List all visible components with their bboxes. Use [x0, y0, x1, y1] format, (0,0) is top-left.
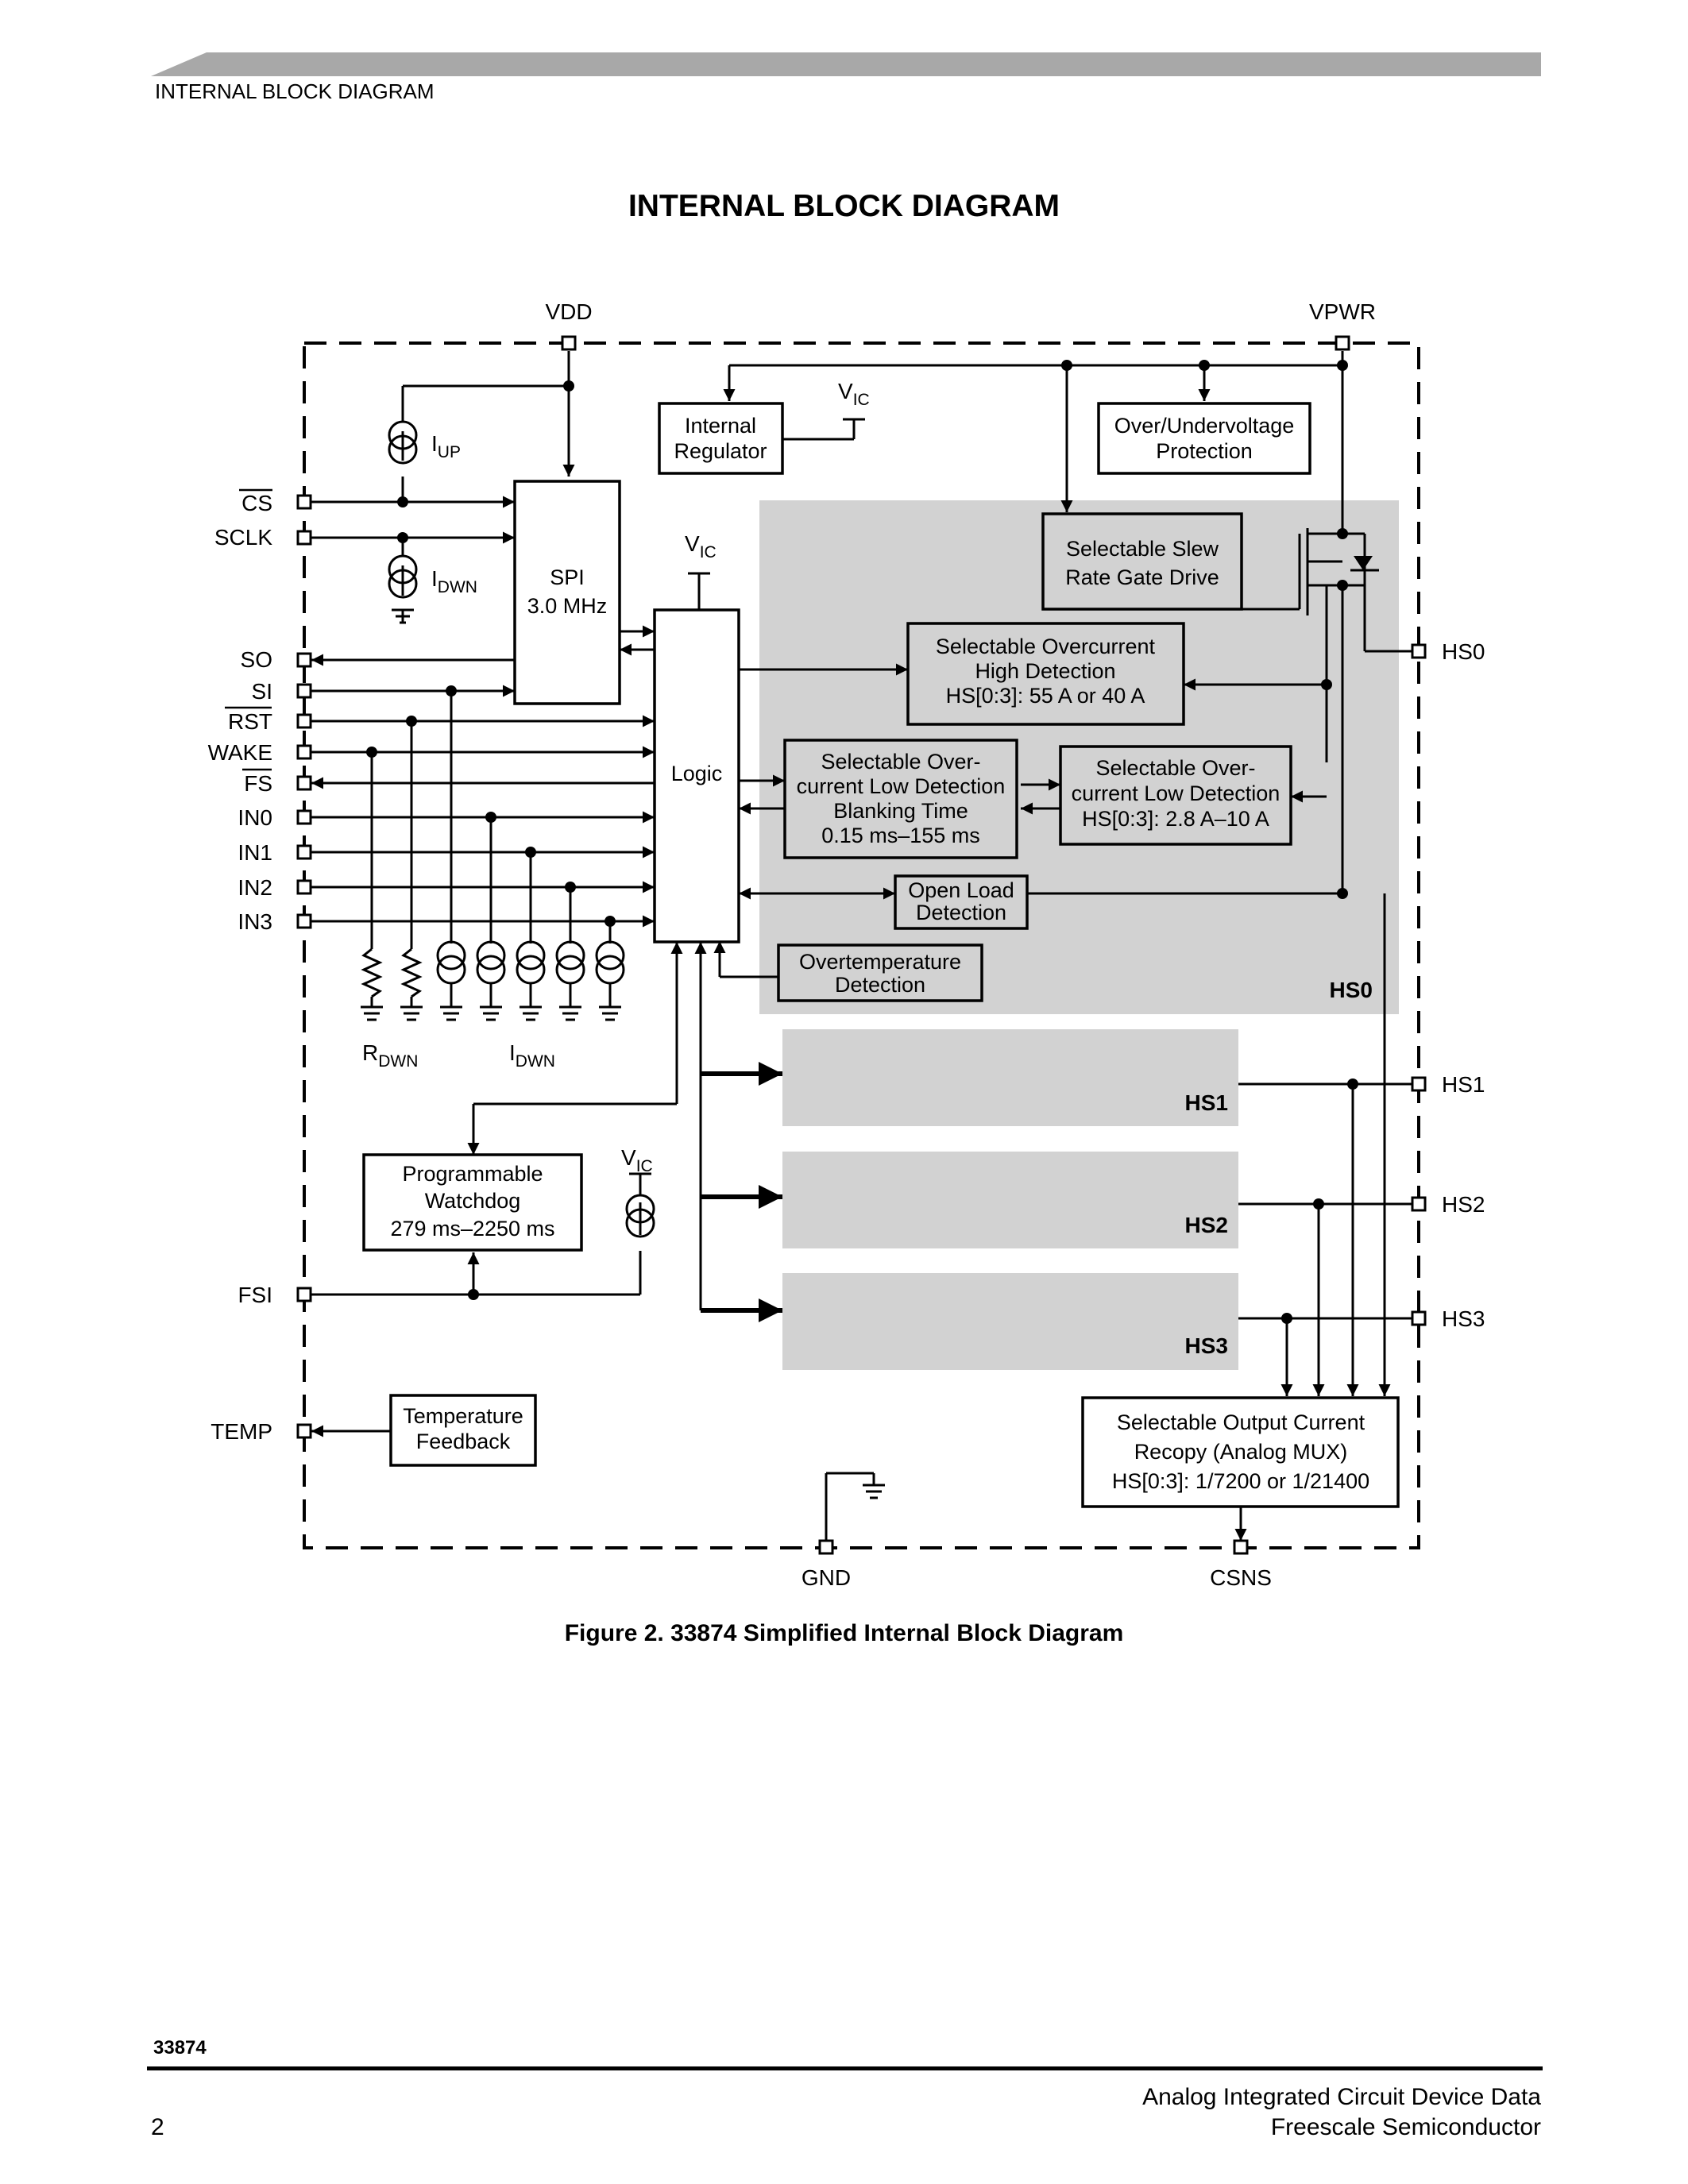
pin-hs1: HS1 — [1442, 1072, 1485, 1097]
oc-high-detect-block — [906, 622, 1185, 726]
wd-label-3: 279 ms–2250 ms — [390, 1217, 554, 1241]
pin-vpwr: VPWR — [1309, 299, 1376, 324]
pin-temp: TEMP — [211, 1419, 272, 1444]
olb-label-2: current Low Detection — [797, 774, 1006, 798]
idwn-label-inputs: IDWN — [509, 1040, 555, 1071]
reg-label-1: Internal — [685, 414, 756, 438]
analog-mux-block — [1081, 1396, 1400, 1508]
idwn-label-spi: IDWN — [431, 566, 477, 596]
vic-label-logic: VIC — [685, 531, 717, 561]
vic-label-reg: VIC — [838, 379, 870, 409]
wd-label-1: Programmable — [402, 1162, 543, 1186]
open-label-1: Open Load — [908, 878, 1014, 902]
body-diode — [1354, 556, 1373, 570]
pin-hs2: HS2 — [1442, 1192, 1485, 1217]
pin-squares — [296, 335, 1427, 1555]
page-title: INTERNAL BLOCK DIAGRAM — [628, 189, 1060, 223]
ground-icons — [361, 418, 885, 1499]
pin-in2: IN2 — [238, 875, 272, 900]
reg-label-2: Regulator — [674, 439, 767, 463]
tf-label-1: Temperature — [403, 1404, 523, 1428]
pin-vdd: VDD — [545, 299, 592, 324]
rdwn-label: RDWN — [362, 1040, 418, 1071]
hs2-tag: HS2 — [1185, 1213, 1228, 1237]
ochd-label-3: HS[0:3]: 55 A or 40 A — [946, 684, 1145, 708]
pin-gnd: GND — [802, 1565, 851, 1590]
pin-hs3: HS3 — [1442, 1306, 1485, 1331]
ochd-label-1: Selectable Overcurrent — [936, 635, 1156, 658]
wd-label-2: Watchdog — [425, 1189, 521, 1213]
slew-rate-block — [1041, 512, 1243, 611]
old-label-1: Selectable Over- — [1095, 756, 1255, 780]
chip-boundary — [303, 341, 1420, 1549]
pin-so: SO — [241, 647, 272, 672]
header-bar — [151, 52, 1541, 76]
open-label-2: Detection — [916, 901, 1006, 924]
slew-label-2: Rate Gate Drive — [1065, 565, 1219, 589]
internal-regulator-block — [658, 402, 784, 475]
spi-label: SPI — [550, 565, 585, 589]
slew-label-1: Selectable Slew — [1066, 537, 1219, 561]
hs1-tag: HS1 — [1185, 1090, 1228, 1115]
current-source-icons — [361, 420, 655, 1238]
temperature-feedback-block — [389, 1394, 537, 1467]
pin-fs: FS — [244, 771, 272, 796]
footer-part-number: 33874 — [153, 2037, 207, 2059]
pin-rst: RST — [228, 709, 272, 734]
spi-freq: 3.0 MHz — [527, 594, 608, 618]
mux-label-1: Selectable Output Current — [1117, 1410, 1365, 1434]
pin-csns: CSNS — [1210, 1565, 1272, 1590]
header-section-label: INTERNAL BLOCK DIAGRAM — [155, 79, 435, 103]
logic-label: Logic — [671, 762, 723, 785]
ot-label-2: Detection — [835, 973, 925, 997]
pin-fsi: FSI — [238, 1283, 272, 1307]
logic-block — [653, 608, 740, 943]
mux-label-2: Recopy (Analog MUX) — [1134, 1440, 1348, 1464]
ot-label-1: Overtemperature — [799, 950, 961, 974]
figure-caption: Figure 2. 33874 Simplified Internal Bloc… — [564, 1620, 1124, 1646]
pin-in0: IN0 — [238, 805, 272, 830]
hs3-tag: HS3 — [1185, 1333, 1228, 1358]
olb-label-3: Blanking Time — [833, 799, 968, 823]
footer-line-2: Freescale Semiconductor — [1270, 2114, 1541, 2140]
pin-hs0: HS0 — [1442, 639, 1485, 664]
old-label-2: current Low Detection — [1072, 781, 1280, 805]
ouv-label-1: Over/Undervoltage — [1114, 414, 1295, 438]
over-undervoltage-block — [1097, 402, 1311, 475]
pin-wake: WAKE — [208, 740, 272, 765]
wd-block — [362, 1153, 583, 1252]
ochd-label-2: High Detection — [975, 659, 1115, 683]
oc-low-blanking-block — [783, 739, 1018, 859]
footer-rule — [147, 2066, 1543, 2070]
hs1-region — [782, 1029, 1238, 1126]
pin-si: SI — [252, 679, 272, 704]
vic-label-wd: VIC — [621, 1145, 653, 1175]
old-label-3: HS[0:3]: 2.8 A–10 A — [1082, 807, 1269, 831]
tf-label-2: Feedback — [416, 1430, 511, 1453]
iup-label: IUP — [431, 431, 461, 461]
pin-in3: IN3 — [238, 909, 272, 934]
hs2-region — [782, 1152, 1238, 1248]
hs3-region — [782, 1273, 1238, 1370]
overtemp-block — [777, 943, 983, 1002]
pin-in1: IN1 — [238, 840, 272, 865]
spi-block — [513, 480, 621, 705]
oc-low-detect-block — [1059, 745, 1292, 846]
olb-label-1: Selectable Over- — [821, 750, 980, 774]
footer-line-1: Analog Integrated Circuit Device Data — [1142, 2084, 1541, 2110]
mux-label-3: HS[0:3]: 1/7200 or 1/21400 — [1112, 1469, 1369, 1493]
hs0-tag: HS0 — [1330, 978, 1373, 1002]
pin-cs: CS — [241, 491, 272, 515]
pin-sclk: SCLK — [214, 525, 272, 550]
open-load-block — [894, 874, 1029, 930]
footer-page-number: 2 — [151, 2114, 164, 2140]
ouv-label-2: Protection — [1156, 439, 1253, 463]
olb-label-4: 0.15 ms–155 ms — [821, 824, 980, 847]
